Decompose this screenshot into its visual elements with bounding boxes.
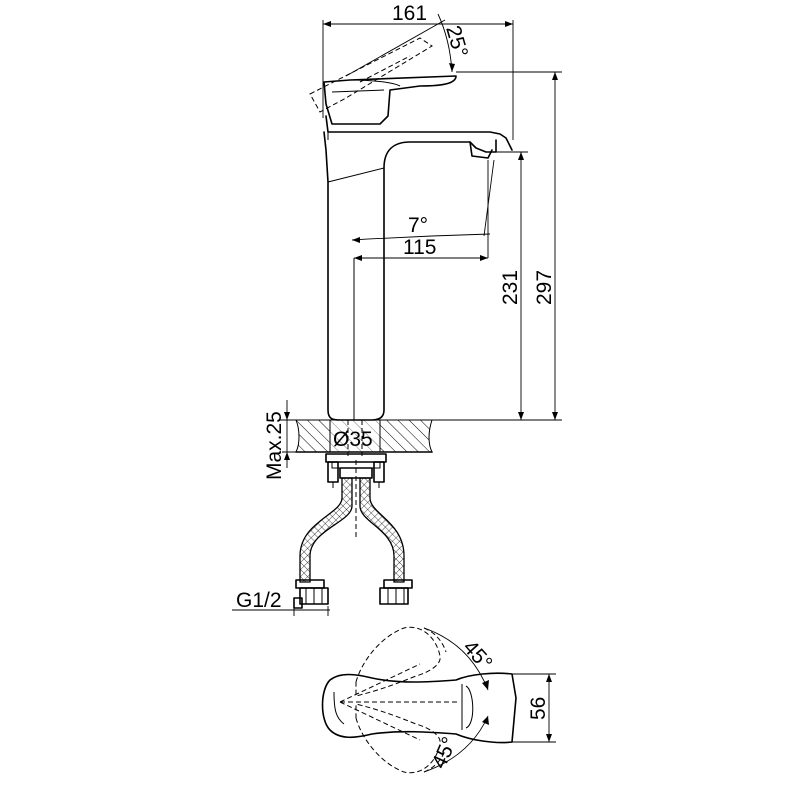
dim-max-thickness: Max.25 bbox=[263, 400, 300, 480]
body-collar bbox=[325, 115, 513, 151]
dim-thread: G1/2 bbox=[232, 589, 330, 616]
dim-spout-height-label: 231 bbox=[499, 270, 522, 305]
dim-rotation-lower-label: 45° bbox=[428, 734, 462, 772]
dim-total-height-label: 297 bbox=[533, 270, 556, 305]
dim-spout-reach-label: 115 bbox=[403, 236, 436, 259]
flexible-hoses bbox=[293, 477, 413, 609]
dim-thread-label: G1/2 bbox=[236, 589, 282, 612]
dim-handle-width: 56 bbox=[512, 673, 556, 743]
handle-raised-outline bbox=[309, 37, 433, 113]
top-view: 45° 45° 56 bbox=[321, 626, 556, 774]
dim-hole-diameter-label: Ø35 bbox=[333, 428, 373, 451]
dim-spout-reach: 115 bbox=[354, 236, 488, 261]
dim-handle-angle-label: 25° bbox=[441, 23, 472, 60]
dim-max-thickness-label: Max.25 bbox=[263, 411, 286, 480]
side-view: 161 25° bbox=[232, 2, 562, 616]
dim-width-top-label: 161 bbox=[392, 2, 427, 25]
faucet-body bbox=[323, 131, 497, 421]
dim-spout-tilt-label: 7° bbox=[408, 214, 428, 237]
dim-spout-height: 231 bbox=[496, 151, 528, 420]
dim-rotation-upper-label: 45° bbox=[458, 636, 496, 675]
dim-spout-tilt: 7° bbox=[351, 159, 495, 258]
dim-handle-width-label: 56 bbox=[527, 697, 550, 720]
mounting-hardware bbox=[325, 453, 387, 540]
countertop-section: Ø35 bbox=[295, 419, 433, 456]
dim-width-top: 161 bbox=[322, 2, 514, 140]
dim-total-height: 297 bbox=[456, 71, 562, 420]
handle-lever bbox=[323, 75, 457, 125]
